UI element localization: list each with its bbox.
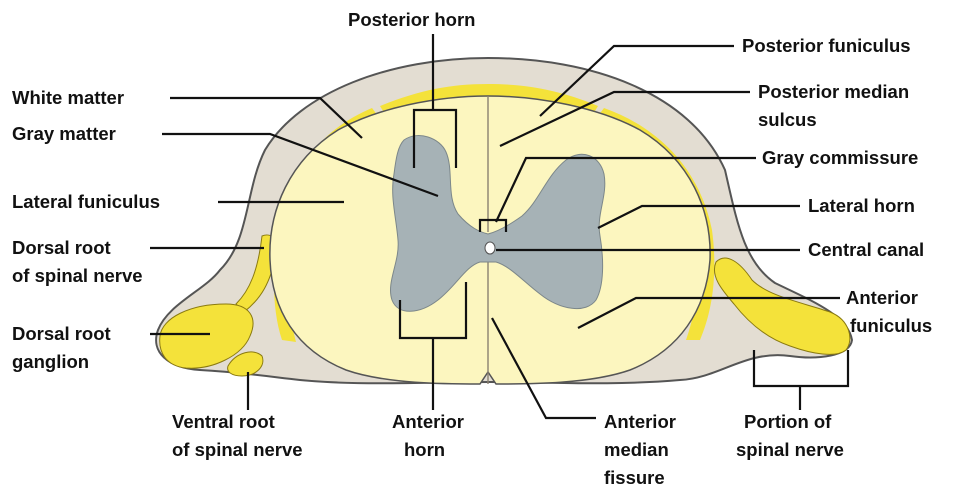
label-posterior-median-sulcus-line2: sulcus: [758, 109, 817, 130]
label-gray-commissure: Gray commissure: [762, 147, 918, 168]
label-posterior-median-sulcus-line1: Posterior median: [758, 81, 909, 102]
label-lateral-horn: Lateral horn: [808, 195, 915, 216]
label-anterior-funiculus-line1: Anterior: [846, 287, 918, 308]
label-spinal-nerve-portion-line1: Portion of: [744, 411, 832, 432]
label-anterior-horn-line1: Anterior: [392, 411, 464, 432]
label-ventral-root-line2: of spinal nerve: [172, 439, 303, 460]
label-lateral-funiculus: Lateral funiculus: [12, 191, 160, 212]
central-canal-shape: [485, 242, 495, 254]
label-dorsal-root-line1: Dorsal root: [12, 237, 111, 258]
label-posterior-funiculus: Posterior funiculus: [742, 35, 911, 56]
label-dorsal-root-ganglion-line2: ganglion: [12, 351, 89, 372]
label-gray-matter: Gray matter: [12, 123, 116, 144]
label-ventral-root-line1: Ventral root: [172, 411, 275, 432]
label-spinal-nerve-portion-line2: spinal nerve: [736, 439, 844, 460]
label-dorsal-root-line2: of spinal nerve: [12, 265, 143, 286]
label-posterior-horn: Posterior horn: [348, 9, 475, 30]
label-dorsal-root-ganglion-line1: Dorsal root: [12, 323, 111, 344]
label-anterior-median-fissure-line1: Anterior: [604, 411, 676, 432]
label-white-matter: White matter: [12, 87, 124, 108]
label-anterior-median-fissure-line2: median: [604, 439, 669, 460]
label-anterior-horn-line2: horn: [404, 439, 445, 460]
label-anterior-median-fissure-line3: fissure: [604, 467, 665, 488]
label-anterior-funiculus-line2: funiculus: [850, 315, 932, 336]
label-central-canal: Central canal: [808, 239, 924, 260]
